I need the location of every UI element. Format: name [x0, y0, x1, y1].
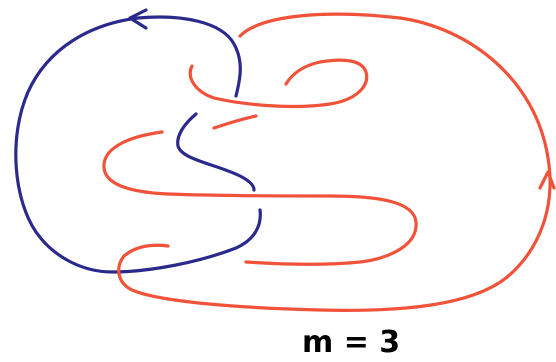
red-outer-loop: [117, 12, 552, 312]
knot-label: m = 3: [302, 325, 400, 360]
red-strand: [102, 12, 552, 312]
red-left-lobe: [102, 130, 332, 198]
red-right-lobe: [244, 194, 418, 266]
blue-outer-loop: [14, 16, 262, 274]
blue-strand: [14, 15, 262, 274]
blue-middle-s: [176, 112, 256, 192]
red-bottom-return: [122, 243, 170, 258]
red-upper-lobe: [188, 58, 369, 109]
blue-arrow-icon: [128, 8, 148, 30]
red-arrow-icon: [538, 170, 556, 190]
blue-top-arc: [136, 15, 242, 98]
red-small-dash: [212, 114, 258, 130]
